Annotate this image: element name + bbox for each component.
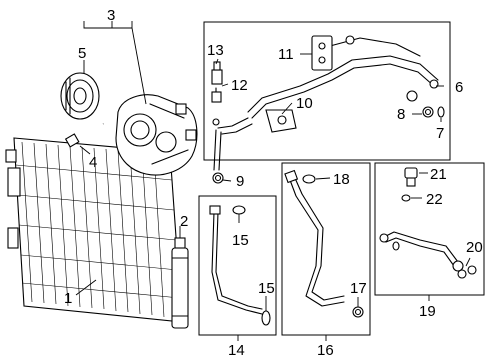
service-valve-cap <box>211 61 223 85</box>
condenser <box>5 137 183 323</box>
manifold-block <box>265 109 297 133</box>
liquid-line <box>209 205 263 315</box>
callout-22: 22 <box>426 191 443 208</box>
callout-14: 14 <box>228 342 245 359</box>
o-rings-20 <box>392 241 477 279</box>
callout-2: 2 <box>180 213 188 230</box>
callout-10: 10 <box>296 95 313 112</box>
callout-15-upper: 15 <box>232 232 249 249</box>
callout-20: 20 <box>466 239 483 256</box>
callout-13: 13 <box>207 42 224 59</box>
fitting-nut <box>406 90 418 102</box>
o-ring-22 <box>401 194 411 202</box>
callout-6: 6 <box>455 79 463 96</box>
callout-16: 16 <box>317 342 334 359</box>
o-ring-17 <box>352 306 364 318</box>
o-ring-8 <box>422 106 434 118</box>
pressure-switch <box>404 167 418 187</box>
callout-7: 7 <box>436 125 444 142</box>
callout-12: 12 <box>231 77 248 94</box>
ac-compressor <box>115 94 198 176</box>
callout-15-lower: 15 <box>258 280 275 297</box>
expansion-valve <box>311 35 333 71</box>
compressor-bolt <box>64 123 104 148</box>
leader-lines <box>75 21 471 341</box>
callout-9: 9 <box>236 173 244 190</box>
frame-hose-assembly-19 <box>374 162 485 296</box>
callout-4: 4 <box>89 154 97 171</box>
callout-8: 8 <box>397 106 405 123</box>
suction-line <box>284 169 345 307</box>
callout-21: 21 <box>430 166 447 183</box>
callout-17: 17 <box>350 280 367 297</box>
valve-core <box>211 87 222 103</box>
receiver-drier <box>171 237 189 329</box>
o-ring-15-lower <box>261 310 271 326</box>
callout-3: 3 <box>107 7 115 24</box>
frame-high-pressure-lines <box>203 21 451 161</box>
o-ring-15-upper <box>232 205 246 215</box>
o-ring-18 <box>302 174 316 184</box>
callout-5: 5 <box>78 45 86 62</box>
callout-18: 18 <box>333 171 350 188</box>
o-ring-9 <box>212 172 224 184</box>
o-ring-7 <box>437 106 445 118</box>
callout-1: 1 <box>64 290 72 307</box>
discharge-line <box>247 35 439 119</box>
callout-19: 19 <box>419 303 436 320</box>
hose-assembly <box>379 231 464 272</box>
callout-11: 11 <box>278 46 294 63</box>
suction-line-fitting <box>212 117 253 171</box>
compressor-pulley <box>60 72 100 120</box>
frame-liquid-line-14 <box>198 195 277 336</box>
